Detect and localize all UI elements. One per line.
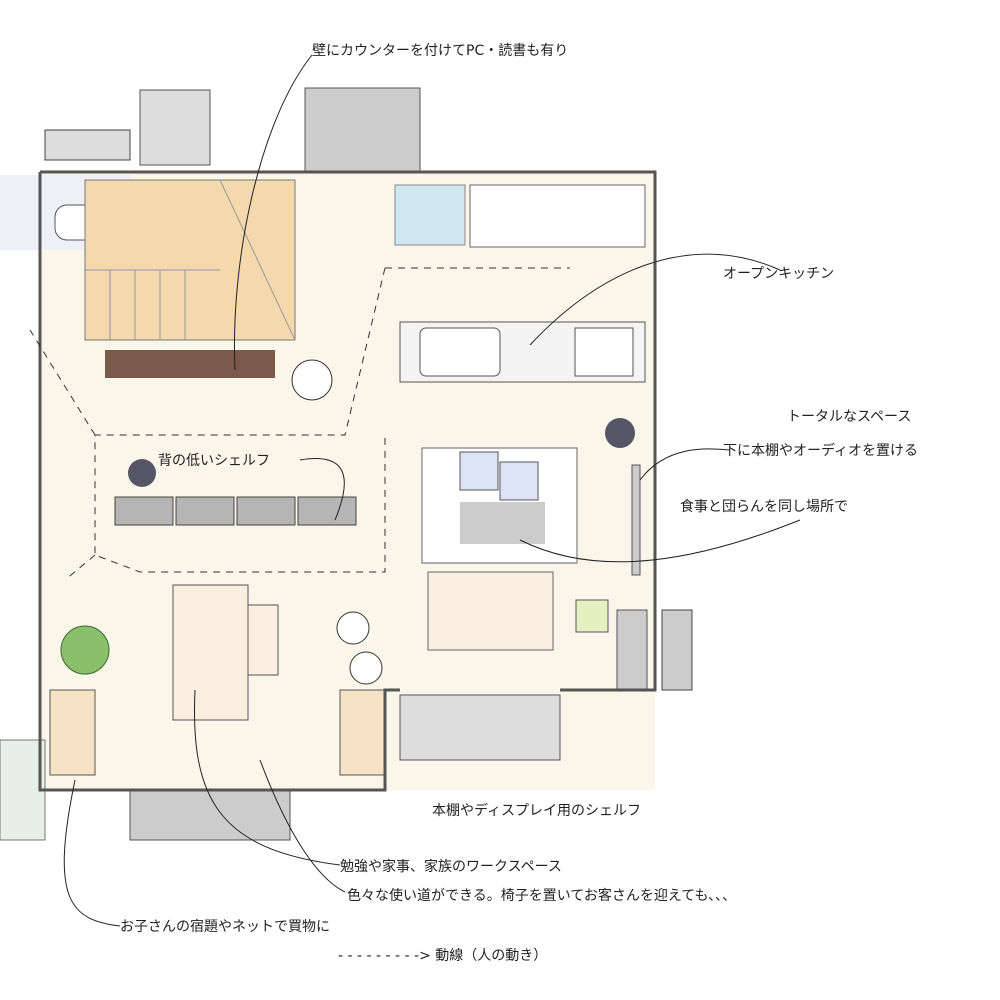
walls: [38, 170, 657, 792]
annotation-counter-pc: 壁にカウンターを付けてPC・読書も有り: [312, 43, 569, 59]
sofa: [427, 571, 554, 651]
shoe-cabinet: [469, 184, 646, 248]
plant-icon: [336, 611, 370, 645]
chair: [499, 461, 539, 501]
display-shelf: [616, 609, 648, 691]
annotation-dining-living: 食事と団らんを同し場所で: [680, 499, 848, 515]
plant-icon: [128, 459, 156, 487]
annotation-various-uses: 色々な使い道ができる。椅子を置いてお客さんを迎えても、、、: [347, 888, 737, 904]
plant-icon: [60, 625, 110, 675]
annotation-bookshelf-audio: 下に本棚やオーディオを置ける: [723, 443, 919, 459]
outdoor-unit-2: [661, 609, 693, 691]
plant-icon: [605, 418, 635, 448]
annotation-workspace: 勉強や家事、家族のワークスペース: [340, 859, 562, 875]
counter-desk: [105, 350, 275, 378]
chair: [459, 451, 499, 491]
work-table: [172, 584, 249, 721]
plant-icon: [575, 599, 609, 633]
kids-desk: [49, 689, 96, 776]
side-desk: [339, 689, 386, 776]
storage: [139, 89, 211, 166]
flow-lines: [29, 267, 570, 581]
low-shelf: [114, 496, 357, 526]
legend-flow-line: - - - - - - - - -> 動線（人の動き）: [338, 948, 548, 964]
outdoor-unit: [44, 129, 131, 161]
tv-shelf: [631, 464, 641, 576]
deck: [129, 789, 291, 841]
annotation-low-shelf: 背の低いシェルフ: [158, 453, 270, 469]
entry-porch: [304, 87, 421, 174]
annotation-total-space: トータルなスペース: [787, 409, 912, 425]
plant-icon: [349, 651, 383, 685]
annotation-kids-homework: お子さんの宿題やネットで買物に: [120, 919, 330, 935]
leader-lines: [63, 54, 801, 927]
entry-tile: [394, 184, 466, 246]
annotation-display-shelf: 本棚やディスプレイ用のシェルフ: [432, 803, 642, 819]
stairs: [84, 179, 296, 341]
plant-icon: [291, 359, 333, 401]
terrace: [399, 694, 561, 761]
stair-treads: [85, 179, 296, 341]
annotation-open-kitchen: オープンキッチン: [723, 266, 835, 282]
stool: [247, 604, 279, 676]
sink-icon: [419, 327, 501, 377]
dining-bench: [460, 502, 545, 544]
tile-room: [0, 739, 46, 841]
stove-icon: [574, 327, 634, 377]
